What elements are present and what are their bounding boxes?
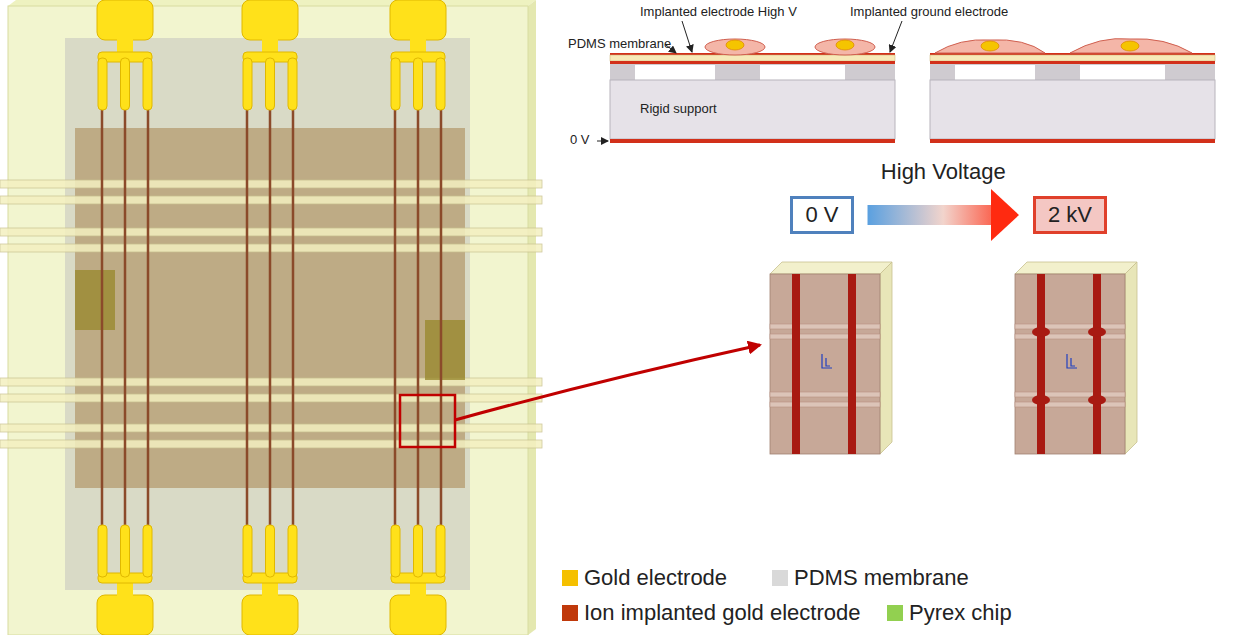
arrow-head <box>991 189 1019 241</box>
voltage-arrow <box>868 189 1019 241</box>
legend-swatch <box>562 570 578 586</box>
legend-text: PDMS membrane <box>794 565 969 591</box>
legend-item: Gold electrode <box>562 565 727 591</box>
part-label: Implanted ground electrode <box>850 4 1008 20</box>
node-text: 0 V <box>805 202 838 228</box>
part-label-box: 0 V <box>570 132 590 148</box>
arrow-body <box>868 205 991 225</box>
part-label-box: Rigid support <box>640 101 717 117</box>
legend-swatch <box>887 605 903 621</box>
part-label-box: Implanted ground electrode <box>850 4 1008 20</box>
legend-text: Gold electrode <box>584 565 727 591</box>
part-label: Implanted electrode High V <box>640 4 797 20</box>
part-label: 0 V <box>570 132 590 148</box>
node-text: 2 kV <box>1048 202 1092 228</box>
edge-label: High Voltage <box>881 159 1006 185</box>
legend-item: PDMS membrane <box>772 565 969 591</box>
legend-swatch <box>562 605 578 621</box>
part-label-box: Implanted electrode High V <box>640 4 797 20</box>
edge-label-box: High Voltage <box>878 159 1009 185</box>
legend-item: Ion implanted gold electrode <box>562 600 860 626</box>
part-label: PDMS membrane <box>568 36 671 52</box>
legend-text: Pyrex chip <box>909 600 1012 626</box>
legend-item: Pyrex chip <box>887 600 1012 626</box>
legend-swatch <box>772 570 788 586</box>
part-label: Rigid support <box>640 101 717 117</box>
voltage-box: 0 V <box>790 196 853 234</box>
legend-text: Ion implanted gold electrode <box>584 600 860 626</box>
voltage-box: 2 kV <box>1033 196 1107 234</box>
part-label-box: PDMS membrane <box>568 36 671 52</box>
